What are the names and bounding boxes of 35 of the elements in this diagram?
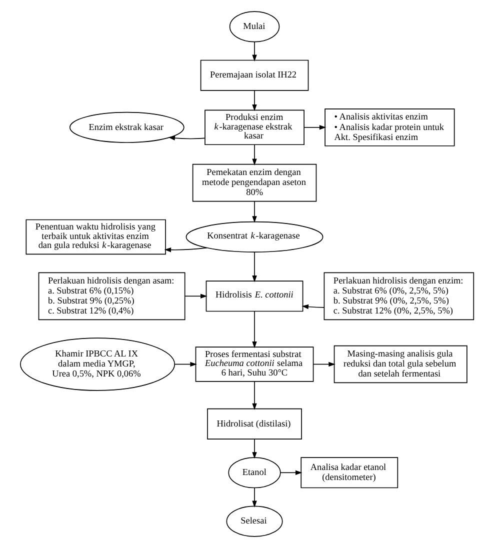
node-box: Hidrolisis E. cottonii [206, 280, 304, 312]
arrow [252, 41, 257, 62]
node-box: Analisa kadar etanol (densitometer) [300, 457, 398, 488]
node-box: Hidrolisat (distilasi) [207, 408, 302, 440]
node-box: Proses fermentasi substrat Eucheuma cottonii selama 6 hari, Suhu 30°C [195, 346, 314, 382]
node-box: Produksi enzim k-karagenase ekstrak kasar [204, 110, 304, 146]
node-box: Pemekatan enzim dengan metode pengendapan aseton 80% [192, 164, 317, 202]
arrow [252, 90, 257, 112]
node-box: • Analisis aktivitas enzim • Analisis kadar protein untuk Akt. Spesifikasi enzim [324, 108, 455, 146]
node-box: Perlakuan hidrolisis dengan enzim: a. Substrat 6% (0%, 2,5%, 5%) b. Substrat 9% (0%, 2,5%, 5%) c. Substrat 12% (0%, 2,5%, 5%) [324, 272, 474, 320]
arrow [304, 125, 326, 130]
arrow [312, 362, 336, 367]
arrow [252, 487, 257, 508]
arrow [252, 144, 257, 166]
arrow [252, 201, 257, 223]
node-ellipse: Konsentrat k-karagenase [186, 221, 324, 252]
node-ellipse: Enzim ekstrak kasar [70, 112, 184, 143]
node-ellipse: Mulai [229, 11, 280, 42]
node-box: Perlakuan hidrolisis dengan asam: a. Substrat 6% (0,15%) b. Substrat 9% (0,25%) c. Substrat 12% (0,4%) [38, 272, 186, 320]
arrow [252, 252, 257, 282]
node-ellipse: Khamir IPBCC AL IX dalam media YMGP, Urea 0,5%, NPK 0,06% [20, 338, 176, 391]
arrow [168, 136, 206, 140]
arrow [184, 294, 208, 298]
node-box: Penentuan waktu hidrolisis yang terbaik untuk aktivitas enzim dan gula reduksi k-karagenase [26, 219, 166, 255]
arrow [252, 381, 257, 410]
node-ellipse: Etanol [228, 457, 281, 488]
arrow [164, 247, 208, 252]
node-box: Masing-masing analisis gula reduksi dan total gula sebelum dan setelah fermentasi [334, 345, 468, 384]
arrow [280, 470, 302, 475]
arrow [174, 362, 197, 367]
arrow [252, 438, 257, 459]
node-box: Peremajaan isolat IH22 [200, 60, 309, 91]
node-ellipse: Selesai [226, 506, 283, 537]
arrow [252, 310, 257, 348]
arrow [302, 304, 324, 310]
